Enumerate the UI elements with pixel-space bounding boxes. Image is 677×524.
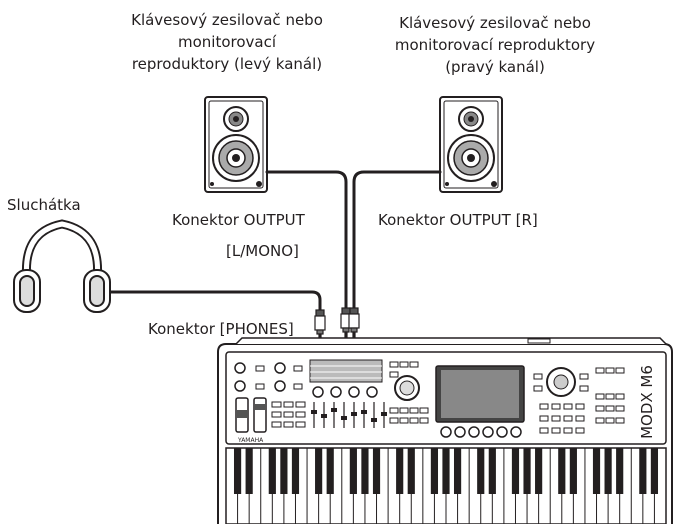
black-key [407, 448, 415, 494]
left-output-cable [265, 170, 348, 312]
black-key [233, 448, 242, 494]
black-key [442, 448, 450, 494]
black-key [280, 448, 288, 494]
cables [96, 170, 442, 314]
right-speaker-icon [439, 96, 503, 193]
black-key [430, 448, 439, 494]
keyboard [225, 447, 667, 524]
black-key [372, 448, 381, 494]
left-amp-label-line3: reproduktory (levý kanál) [131, 55, 323, 73]
black-key [361, 448, 369, 494]
black-key [639, 448, 647, 494]
right-amp-label-line1: Klávesový zesilovač nebo [399, 14, 591, 32]
black-key [245, 448, 253, 494]
phones-label: Konektor [PHONES] [148, 320, 294, 338]
black-key [477, 448, 485, 494]
right-output-cable [352, 170, 442, 312]
black-key [616, 448, 624, 494]
output-l-label: Konektor OUTPUT [172, 209, 305, 231]
headphones-icon [13, 219, 111, 313]
headphones-label: Sluchátka [7, 196, 81, 214]
right-amp-label-line2: monitorovací reproduktory [394, 36, 596, 54]
left-amp-label-line2: monitorovací [177, 33, 277, 51]
black-key [396, 448, 404, 494]
black-key [349, 448, 357, 494]
left-amp-label: Klávesový zesilovač nebo monitorovací re… [107, 9, 347, 75]
right-amp-label-line3: (pravý kanál) [445, 58, 545, 76]
left-speaker-icon [204, 96, 268, 193]
black-key [268, 448, 276, 494]
synthesizer-icon: YAMAHA [217, 337, 673, 524]
black-key [511, 448, 520, 494]
output-l-label-line1: Konektor OUTPUT [172, 211, 305, 229]
black-key [291, 448, 300, 494]
black-key [569, 448, 577, 494]
right-amp-label: Klávesový zesilovač nebo monitorovací re… [375, 12, 615, 78]
model-logo: MODX M6 [638, 365, 656, 439]
output-r-label: Konektor OUTPUT [R] [378, 211, 538, 229]
black-key [488, 448, 496, 494]
black-key [326, 448, 334, 494]
black-key [604, 448, 612, 494]
brand-text: YAMAHA [237, 437, 264, 444]
black-key [523, 448, 531, 494]
black-key [535, 448, 543, 494]
headphone-cable [96, 290, 322, 314]
black-key [650, 448, 659, 494]
output-l-label-line2: [L/MONO] [226, 242, 299, 260]
black-key [315, 448, 323, 494]
black-key [592, 448, 601, 494]
black-key [558, 448, 566, 494]
left-amp-label-line1: Klávesový zesilovač nebo [131, 11, 323, 29]
black-key [453, 448, 462, 494]
